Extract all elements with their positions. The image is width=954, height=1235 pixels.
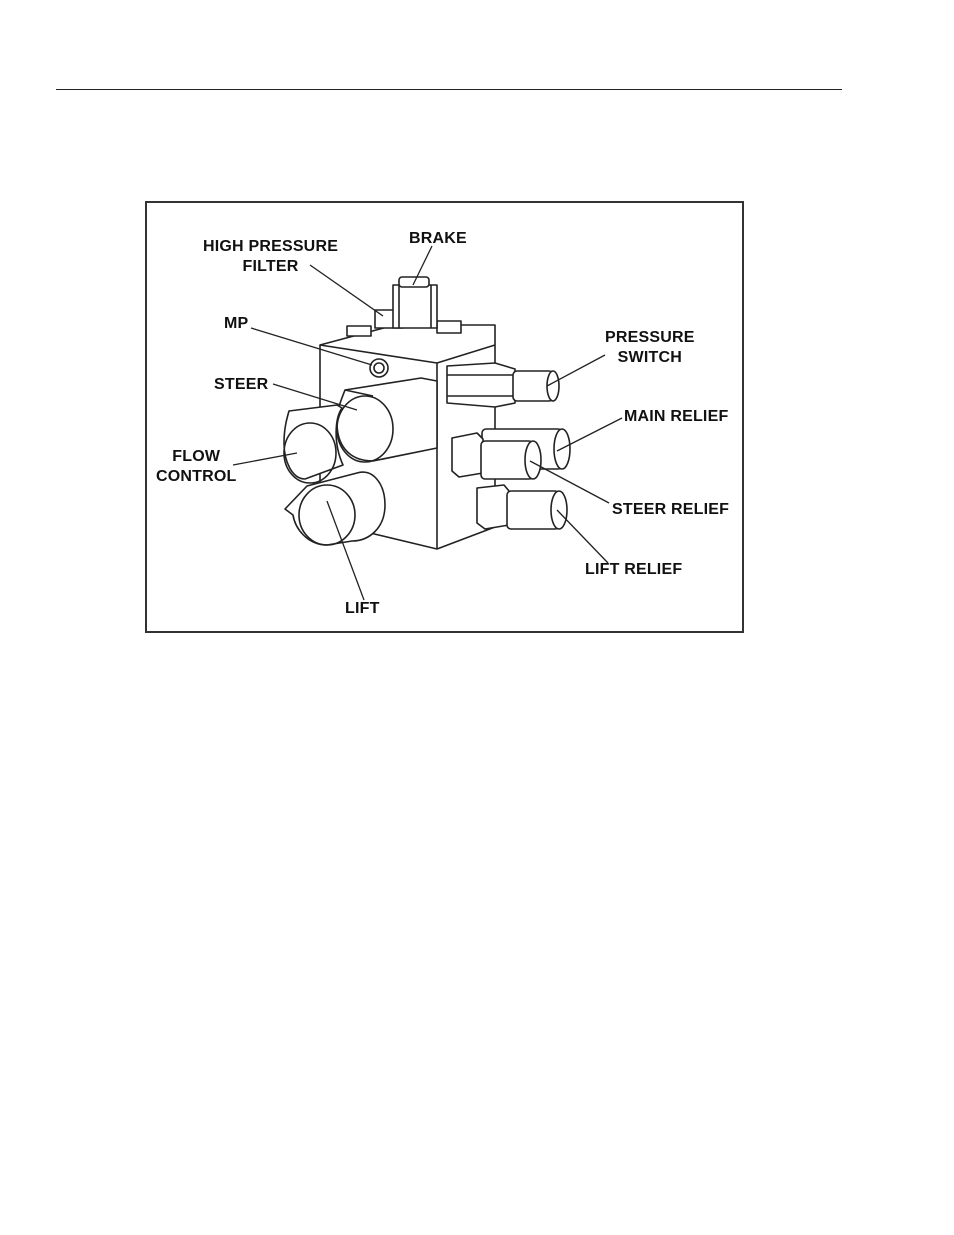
pressure-switch-hex xyxy=(447,363,515,407)
label-pressure-switch: PRESSURE SWITCH xyxy=(605,328,695,368)
label-lift-relief: LIFT RELIEF xyxy=(585,560,682,580)
header-rule xyxy=(56,89,842,90)
label-main-relief: MAIN RELIEF xyxy=(624,407,728,427)
mp-port-inner xyxy=(374,363,384,373)
label-brake: BRAKE xyxy=(409,229,467,249)
label-high-pressure-filter: HIGH PRESSURE FILTER xyxy=(203,237,338,277)
steer-relief-hex xyxy=(452,433,483,477)
lift-relief-hex xyxy=(477,485,509,529)
label-steer-relief: STEER RELIEF xyxy=(612,500,729,520)
label-steer: STEER xyxy=(214,375,268,395)
valve-diagram-figure: HIGH PRESSURE FILTER BRAKE MP STEER FLOW… xyxy=(145,201,744,633)
label-flow-control: FLOW CONTROL xyxy=(156,447,237,487)
bolt-top-right xyxy=(437,321,461,333)
label-mp: MP xyxy=(224,314,248,334)
label-lift: LIFT xyxy=(345,599,380,619)
bolt-top-left xyxy=(347,326,371,336)
